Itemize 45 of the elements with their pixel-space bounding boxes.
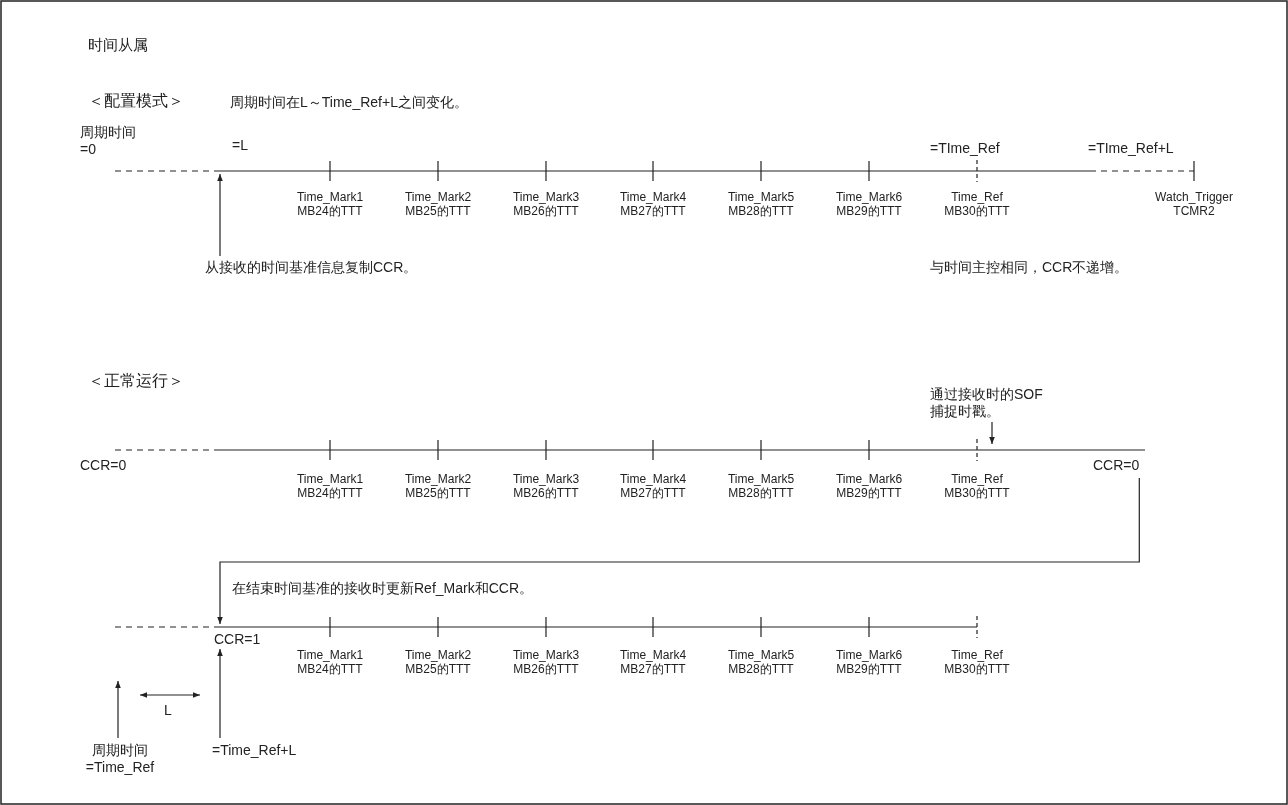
tick-label: Time_Mark2 MB25的TTT xyxy=(403,190,473,218)
tick-label: Time_Ref MB30的TTT xyxy=(943,472,1011,500)
tick-label: Time_Mark6 MB29的TTT xyxy=(834,648,904,676)
note: 与时间主控相同，CCR不递增。 xyxy=(930,259,1129,276)
arrow xyxy=(989,421,995,445)
tick-label: Time_Mark5 MB28的TTT xyxy=(726,472,796,500)
dimension-text: L xyxy=(164,702,172,719)
axis-label: 周期时间 =0 xyxy=(80,124,137,158)
arrow xyxy=(217,477,1140,625)
value-label: CCR=1 xyxy=(214,631,261,648)
tick-label: Time_Mark2 MB25的TTT xyxy=(403,648,473,676)
edge-label: 在结束时间基准的接收时更新Ref_Mark和CCR。 xyxy=(232,580,533,597)
arrow xyxy=(115,680,121,739)
arrow xyxy=(217,648,223,739)
tick-label: Time_Mark3 MB26的TTT xyxy=(511,190,581,218)
tick-label: Watch_Trigger TCMR2 xyxy=(1154,190,1234,218)
value-label: CCR=0 xyxy=(1093,457,1140,474)
tick-label: Time_Mark1 MB24的TTT xyxy=(295,190,365,218)
note: 周期时间在L～Time_Ref+L之间变化。 xyxy=(230,94,468,111)
title: 时间从属 xyxy=(88,36,148,53)
axis-label: 周期时间 =Time_Ref xyxy=(80,742,160,776)
value-label: =TIme_Ref xyxy=(930,140,1000,157)
annotation-text: 通过接收时的SOF捕捉时戳。 xyxy=(930,386,1056,420)
arrow xyxy=(217,173,223,257)
tick-label: Time_Mark4 MB27的TTT xyxy=(618,190,688,218)
tick-label: Time_Mark4 MB27的TTT xyxy=(618,472,688,500)
tick-label: Time_Mark1 MB24的TTT xyxy=(295,472,365,500)
tick-label: Time_Mark3 MB26的TTT xyxy=(511,472,581,500)
tick-label: Time_Ref MB30的TTT xyxy=(943,190,1011,218)
tick-label: Time_Ref MB30的TTT xyxy=(943,648,1011,676)
tick-label: Time_Mark6 MB29的TTT xyxy=(834,472,904,500)
tick-label: Time_Mark5 MB28的TTT xyxy=(726,190,796,218)
tick-label: Time_Mark2 MB25的TTT xyxy=(403,472,473,500)
tick-label: Time_Mark5 MB28的TTT xyxy=(726,648,796,676)
tick-label: Time_Mark3 MB26的TTT xyxy=(511,648,581,676)
tick-label: Time_Mark6 MB29的TTT xyxy=(834,190,904,218)
tick-label: Time_Mark4 MB27的TTT xyxy=(618,648,688,676)
section-heading: ＜正常运行＞ xyxy=(88,372,184,389)
tick-label: Time_Mark1 MB24的TTT xyxy=(295,648,365,676)
value-label: CCR=0 xyxy=(80,457,127,474)
value-label: =TIme_Ref+L xyxy=(1088,140,1174,157)
value-label: =L xyxy=(232,137,248,154)
axis-label: =Time_Ref+L xyxy=(212,742,297,759)
annotation-text: 从接收的时间基准信息复制CCR。 xyxy=(205,259,418,276)
section-heading: ＜配置模式＞ xyxy=(88,92,184,109)
